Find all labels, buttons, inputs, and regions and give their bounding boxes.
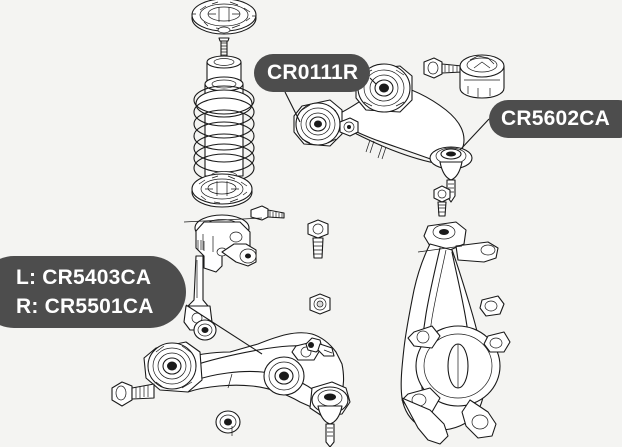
upper-control-arm-label-text: CR5602CA <box>501 107 610 130</box>
lower-arm-washer <box>215 410 241 436</box>
leader-lower-arm <box>185 304 263 355</box>
upper-control-arm <box>293 63 473 203</box>
strut-top-mount-ring <box>191 0 257 35</box>
lower-arm-nut <box>309 293 331 315</box>
lower-arm-through-bolt <box>111 381 155 407</box>
upper-arm-bushing-label: CR0111R <box>254 54 370 92</box>
lower-control-arm-label-right: R: CR5501CA <box>16 295 154 318</box>
upper-control-arm-label: CR5602CA <box>489 100 622 138</box>
upper-arm-bolt <box>423 57 463 79</box>
steering-knuckle <box>400 185 511 445</box>
upper-arm-ball-joint <box>429 146 473 203</box>
lower-arm-rear-bushing <box>263 356 305 396</box>
leader-cr5602ca <box>459 118 490 151</box>
leader-cr0111r-b <box>369 77 377 85</box>
upper-arm-bushing-cap <box>459 54 505 99</box>
upper-arm-bushing-label-text: CR0111R <box>267 61 359 84</box>
lower-control-arm <box>111 332 351 447</box>
lower-spring-seat-ring <box>191 173 253 208</box>
knuckle-top-bolt <box>433 185 451 217</box>
strut-shaft <box>218 37 230 59</box>
lower-arm-front-bushing <box>143 341 203 393</box>
upper-arm-nut <box>339 117 359 137</box>
upper-arm-bushing-front <box>293 99 343 147</box>
lower-control-arm-label-left: L: CR5403CA <box>16 266 152 289</box>
strut-bracket <box>183 205 285 331</box>
lower-arm-ball-joint <box>309 381 351 447</box>
leader-cr0111r-a <box>284 91 301 123</box>
lower-control-arm-label: L: CR5403CA R: CR5501CA <box>0 256 186 328</box>
strut-bracket-bolt <box>250 205 285 221</box>
lower-arm-bolt-upper <box>307 219 329 259</box>
coil-spring-strut-assembly <box>193 55 255 197</box>
wheel-speed-sensor <box>305 337 335 357</box>
leader-lines <box>185 77 490 355</box>
lower-arm-small-bushing <box>193 319 217 341</box>
